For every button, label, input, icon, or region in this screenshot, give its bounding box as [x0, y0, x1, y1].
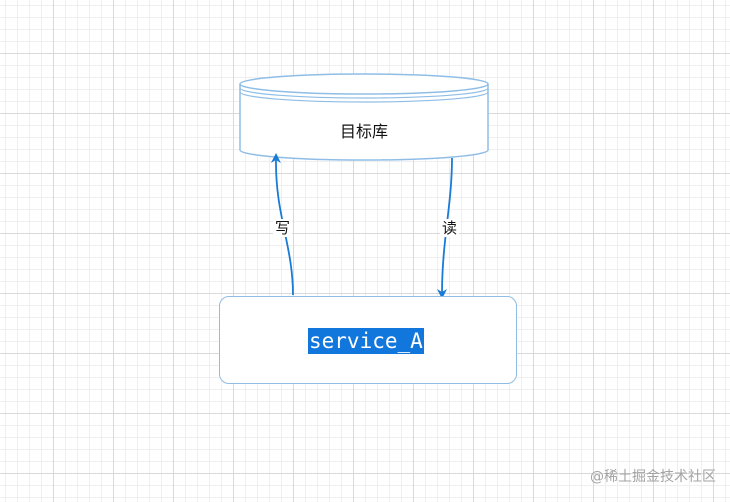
database-ring-1: [239, 87, 489, 99]
database-node[interactable]: [239, 73, 489, 161]
write-edge-label: 写: [273, 219, 293, 237]
database-label: 目标库: [339, 122, 388, 141]
watermark: @稀土掘金技术社区: [590, 469, 716, 485]
service-label[interactable]: service_A: [308, 328, 424, 354]
read-edge-label: 读: [440, 219, 460, 237]
database-ring-2: [239, 91, 489, 103]
database-top: [239, 73, 489, 95]
database-body: [239, 84, 489, 161]
